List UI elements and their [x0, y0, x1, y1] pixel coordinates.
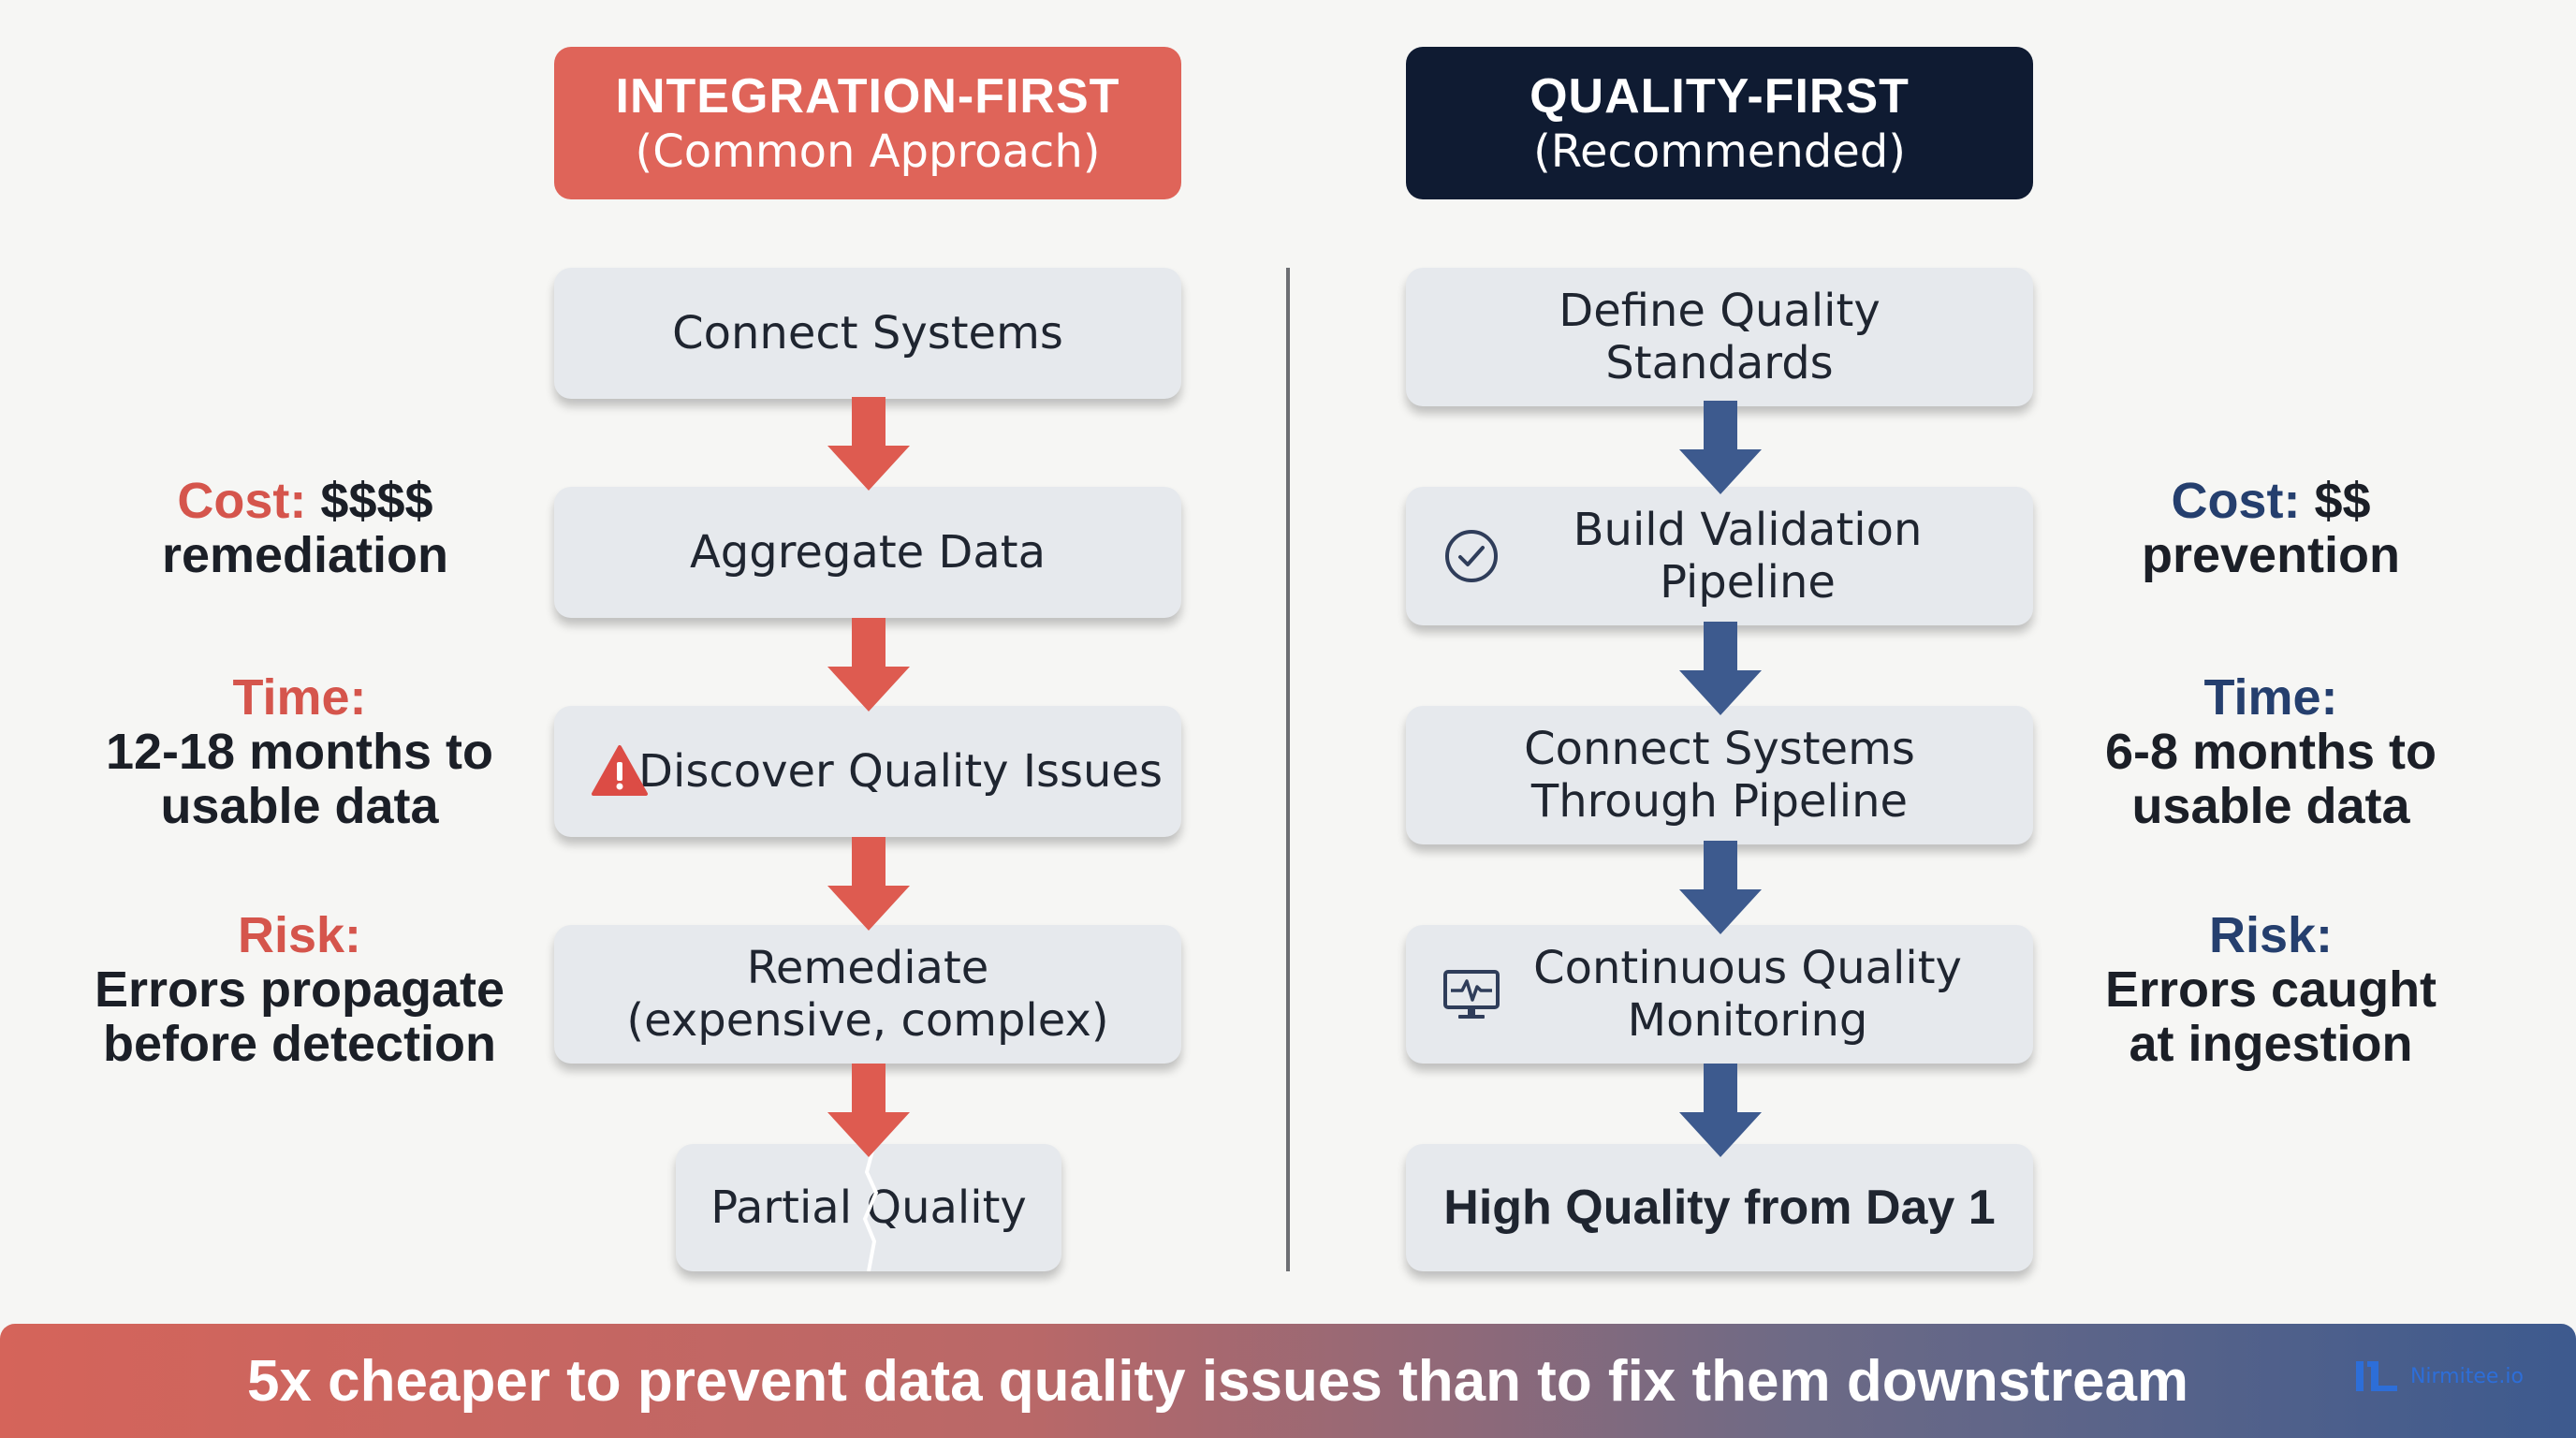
step-build-validation-pipeline: Build Validation Pipeline [1406, 487, 2033, 625]
step-label: Remediate (expensive, complex) [626, 942, 1109, 1047]
warning-triangle-icon [592, 745, 648, 796]
right-cost-metric: Cost: $$ prevention [2065, 474, 2477, 582]
left-risk-metric: Risk: Errors propagate before detection [94, 908, 505, 1071]
integration-first-subtitle: (Common Approach) [635, 125, 1101, 178]
cost-label: Cost: [177, 473, 307, 529]
step-remediate: Remediate (expensive, complex) [554, 925, 1181, 1064]
integration-first-header: INTEGRATION-FIRST (Common Approach) [554, 47, 1181, 199]
left-cost-metric: Cost: $$$$ remediation [99, 474, 511, 582]
step-label: Partial Quality [710, 1181, 1027, 1234]
arrow-down-icon [827, 1064, 910, 1157]
step-high-quality-from-day-1: High Quality from Day 1 [1406, 1144, 2033, 1271]
arrow-down-icon [1679, 1064, 1762, 1157]
step-label: Build Validation Pipeline [1573, 504, 1923, 609]
crack-icon [862, 1144, 879, 1271]
time-label: Time: [2203, 669, 2338, 726]
step-continuous-quality-monitoring: Continuous Quality Monitoring [1406, 925, 2033, 1064]
step-label: Define Quality Standards [1559, 285, 1881, 389]
risk-label: Risk: [237, 907, 362, 963]
quality-first-title: QUALITY-FIRST [1530, 68, 1910, 124]
step-discover-quality-issues: Discover Quality Issues [554, 706, 1181, 837]
arrow-down-icon [827, 618, 910, 712]
risk-value: Errors propagate before detection [94, 961, 505, 1072]
arrow-down-icon [827, 397, 910, 491]
nirmitee-logo-icon [2355, 1361, 2397, 1391]
step-label: Connect Systems [672, 307, 1063, 360]
monitor-pulse-icon [1443, 970, 1500, 1019]
step-label: Discover Quality Issues [638, 745, 1163, 798]
time-value: 6-8 months to usable data [2104, 724, 2437, 834]
arrow-down-icon [827, 837, 910, 931]
time-value: 12-18 months to usable data [105, 724, 494, 834]
quality-first-subtitle: (Recommended) [1533, 125, 1906, 178]
footer-banner: 5x cheaper to prevent data quality issue… [0, 1324, 2576, 1438]
step-label: Aggregate Data [689, 526, 1046, 579]
right-time-metric: Time: 6-8 months to usable data [2065, 670, 2477, 833]
step-connect-systems-through-pipeline: Connect Systems Through Pipeline [1406, 706, 2033, 844]
column-divider [1286, 268, 1290, 1271]
integration-first-title: INTEGRATION-FIRST [615, 68, 1120, 124]
cost-label: Cost: [2171, 473, 2301, 529]
cost-note: remediation [161, 527, 449, 583]
risk-label: Risk: [2208, 907, 2334, 963]
cost-value: $$ [2314, 473, 2371, 529]
step-label: Connect Systems Through Pipeline [1524, 723, 1915, 828]
arrow-down-icon [1679, 401, 1762, 494]
cost-note: prevention [2141, 527, 2401, 583]
step-partial-quality: Partial Quality [676, 1144, 1061, 1271]
step-connect-systems: Connect Systems [554, 268, 1181, 399]
footer-message: 5x cheaper to prevent data quality issue… [246, 1348, 2189, 1414]
left-time-metric: Time: 12-18 months to usable data [94, 670, 505, 833]
step-define-quality-standards: Define Quality Standards [1406, 268, 2033, 406]
logo-text: Nirmitee.io [2409, 1364, 2524, 1388]
arrow-down-icon [1679, 622, 1762, 715]
step-label: High Quality from Day 1 [1443, 1181, 1996, 1235]
arrow-down-icon [1679, 841, 1762, 934]
cost-value: $$$$ [320, 473, 433, 529]
check-circle-icon [1445, 530, 1498, 582]
brand-logo: Nirmitee.io [2354, 1359, 2524, 1393]
risk-value: Errors caught at ingestion [2104, 961, 2437, 1072]
quality-first-header: QUALITY-FIRST (Recommended) [1406, 47, 2033, 199]
right-risk-metric: Risk: Errors caught at ingestion [2065, 908, 2477, 1071]
time-label: Time: [232, 669, 367, 726]
step-aggregate-data: Aggregate Data [554, 487, 1181, 618]
step-label: Continuous Quality Monitoring [1533, 942, 1962, 1047]
